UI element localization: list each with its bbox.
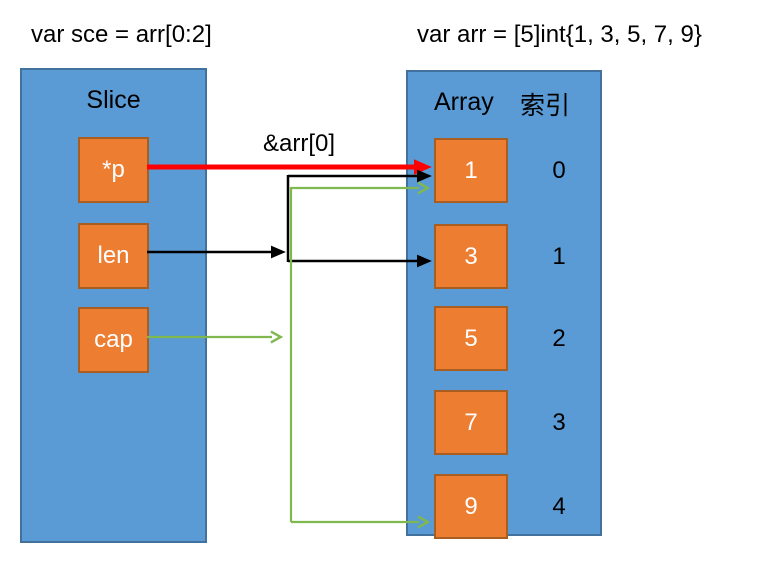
array-index-4: 4 — [552, 492, 566, 520]
array-element-3: 7 — [434, 390, 508, 455]
array-row: 9 4 — [434, 474, 594, 539]
index-column-header: 索引 — [520, 92, 571, 120]
array-panel: Array 索引 1 0 3 1 5 2 7 3 9 4 — [406, 70, 602, 539]
array-row: 7 3 — [434, 390, 594, 455]
array-row: 5 2 — [434, 306, 594, 371]
array-element-0: 1 — [434, 138, 508, 203]
slice-field-cap: cap — [78, 307, 149, 373]
slice-panel-title: Slice — [86, 86, 141, 114]
array-panel-title: Array — [434, 88, 494, 116]
array-element-1: 3 — [434, 224, 508, 289]
slice-field-pointer: *p — [78, 137, 149, 203]
pointer-arrow-label: &arr[0] — [263, 130, 336, 157]
array-row: 1 0 — [434, 138, 594, 203]
array-element-4: 9 — [434, 474, 508, 539]
slice-declaration-text: var sce = arr[0:2] — [31, 21, 212, 48]
array-index-1: 1 — [552, 242, 566, 270]
array-row: 3 1 — [434, 224, 594, 289]
array-element-2: 5 — [434, 306, 508, 371]
slice-field-len: len — [78, 223, 149, 289]
array-declaration-text: var arr = [5]int{1, 3, 5, 7, 9} — [417, 21, 702, 48]
array-index-3: 3 — [552, 408, 566, 436]
array-index-2: 2 — [552, 324, 566, 352]
slice-panel: Slice *p len cap — [20, 68, 207, 543]
array-index-0: 0 — [552, 156, 566, 184]
